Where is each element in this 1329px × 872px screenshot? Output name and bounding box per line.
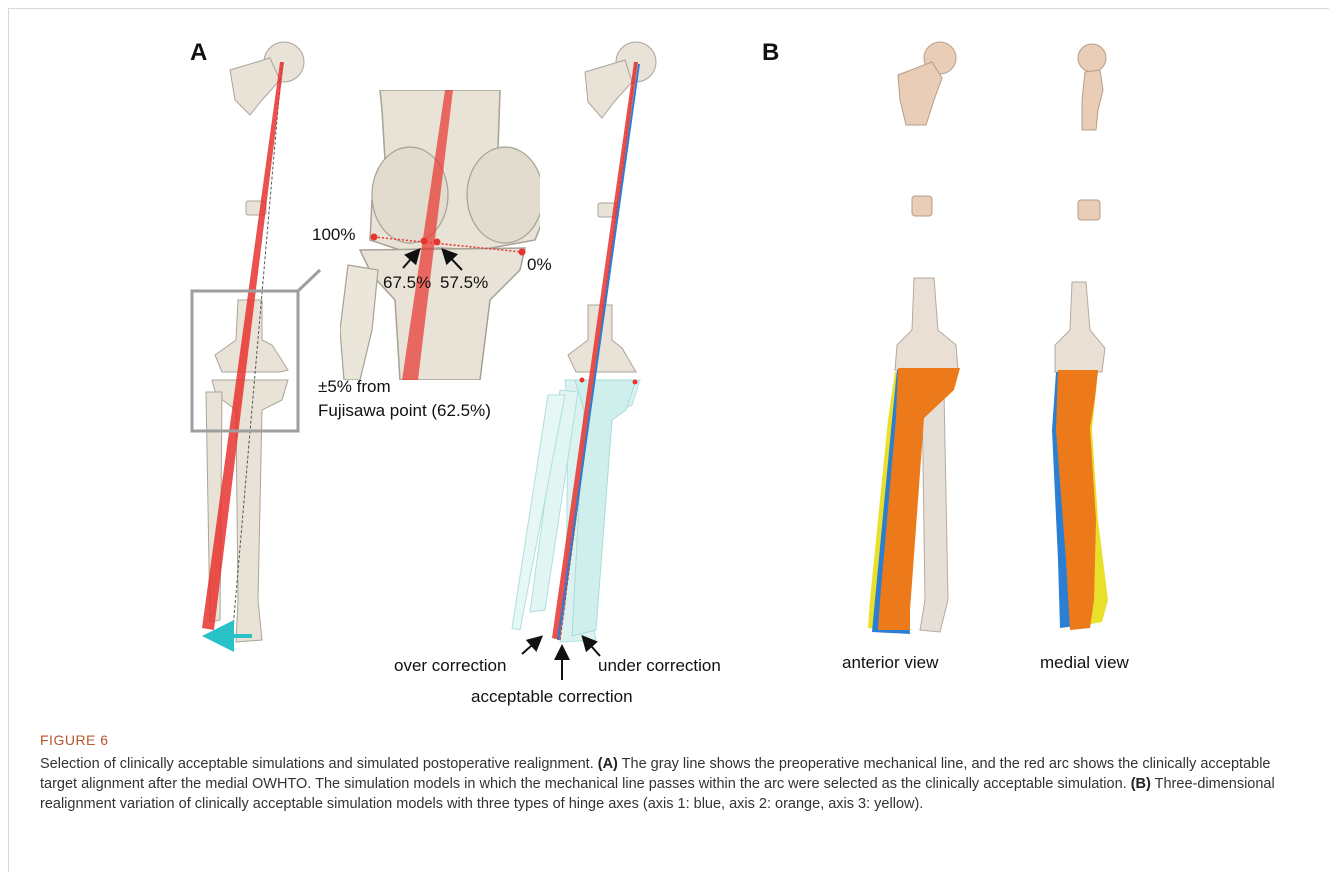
right-leg-skeleton <box>568 42 656 372</box>
point-67 <box>421 238 428 245</box>
label-0: 0% <box>527 255 552 274</box>
label-over: over correction <box>394 656 506 675</box>
label-medial: medial view <box>1040 653 1130 672</box>
panel-a-label: A <box>190 39 207 66</box>
label-57: 57.5% <box>440 273 488 292</box>
point-0 <box>519 249 526 256</box>
range-label-line2: Fujisawa point (62.5%) <box>318 401 491 420</box>
panel-b-label: B <box>762 39 779 66</box>
figure-number: FIGURE 6 <box>40 732 1310 748</box>
label-acceptable: acceptable correction <box>471 687 633 706</box>
point-57 <box>434 239 441 246</box>
figure-image: A <box>0 0 1329 730</box>
label-67: 67.5% <box>383 273 431 292</box>
arrow-over <box>522 638 540 654</box>
label-anterior: anterior view <box>842 653 939 672</box>
point-100 <box>371 234 378 241</box>
caption-text: Selection of clinically acceptable simul… <box>40 754 1310 814</box>
sim-point-left <box>580 378 585 383</box>
range-label-line1: ±5% from <box>318 377 391 396</box>
sim-point-right <box>633 380 638 385</box>
caption-b-tag: (B) <box>1131 776 1151 792</box>
medial-view-model <box>1052 44 1108 630</box>
zoom-connector <box>298 270 320 291</box>
label-under: under correction <box>598 656 721 675</box>
caption-a-tag: (A) <box>598 756 618 772</box>
figure-caption: FIGURE 6 Selection of clinically accepta… <box>40 732 1310 814</box>
caption-lead: Selection of clinically acceptable simul… <box>40 756 598 772</box>
label-100: 100% <box>312 225 355 244</box>
anterior-view-model <box>868 42 960 634</box>
knee-zoom <box>340 90 545 380</box>
